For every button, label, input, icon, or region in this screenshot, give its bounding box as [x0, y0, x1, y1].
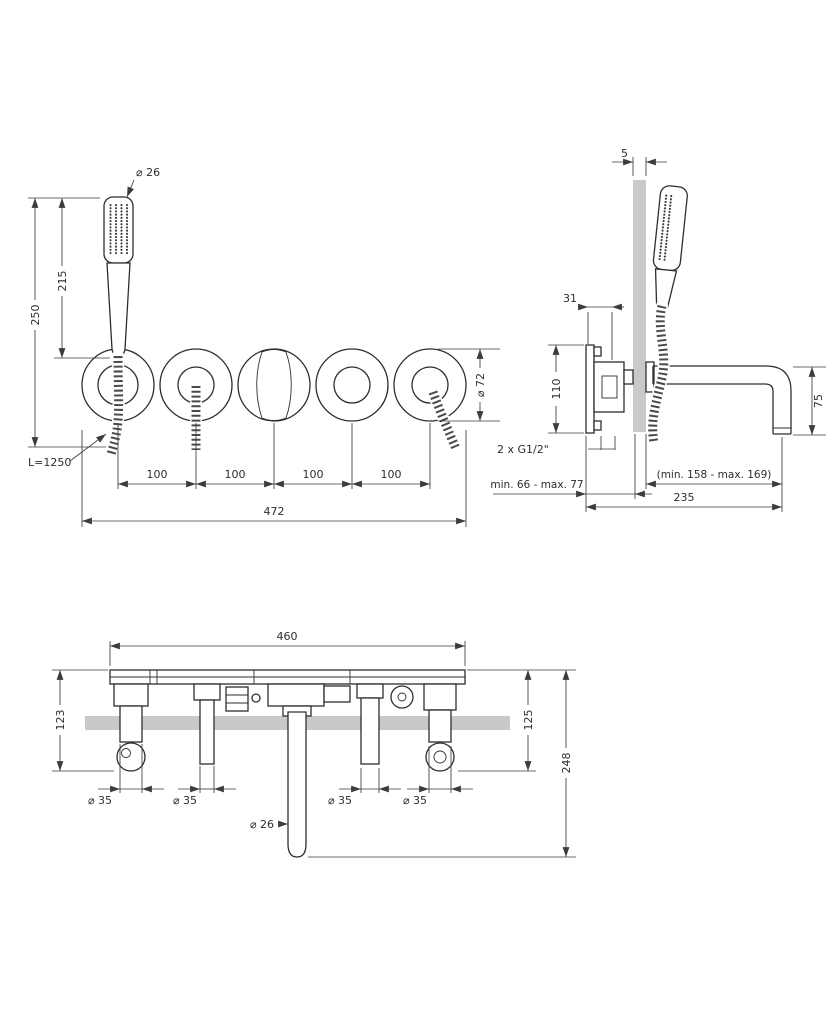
side-view: 5 31 110 2 x G1/2" 75: [490, 147, 826, 512]
dim-inlet-spacing-31: 31: [563, 292, 577, 305]
dim-left-depth-123: 123: [54, 710, 67, 731]
dim-shower-head-diameter: ⌀ 26: [136, 166, 160, 179]
valve-body-1: [113, 683, 149, 772]
label-hose-length: L=1250: [28, 456, 71, 469]
shower-hose-side: [646, 300, 670, 450]
dim-shower-length-215: 215: [56, 271, 69, 292]
side-view-dimensions: 5 31 110 2 x G1/2" 75: [490, 147, 826, 512]
dim-spout-pipe-diameter-26: ⌀ 26: [250, 818, 274, 831]
shower-hose-front: [105, 350, 125, 462]
dim-valve-diameter-35-3: ⌀ 35: [328, 794, 352, 807]
dim-spacing-100-3: 100: [303, 468, 324, 481]
shower-outlet-ring: [390, 685, 414, 709]
spout-front: [256, 349, 292, 421]
dim-spout-reach-range: (min. 158 - max. 169): [657, 469, 772, 481]
dim-spout-drop-75: 75: [812, 394, 825, 408]
hand-shower-side: [652, 185, 688, 308]
dim-valve-diameter-35-4: ⌀ 35: [403, 794, 427, 807]
dim-total-reach-235: 235: [674, 491, 695, 504]
spout-body-top: [267, 683, 351, 858]
trim-circles: [81, 348, 467, 422]
wall-section: [633, 180, 646, 432]
dim-spacing-100-2: 100: [225, 468, 246, 481]
valve-body-4: [356, 683, 384, 765]
front-view: ⌀ 26 215 250 L=1250: [28, 166, 500, 527]
dim-spacing-100-1: 100: [147, 468, 168, 481]
valve-body-5: [423, 683, 457, 772]
valve-body-2: [193, 683, 221, 765]
dim-height-250: 250: [29, 305, 42, 326]
dim-wall-depth-range: min. 66 - max. 77: [490, 479, 583, 491]
dim-valve-diameter-35-2: ⌀ 35: [173, 794, 197, 807]
dim-right-depth-125: 125: [522, 710, 535, 731]
dim-valve-diameter-35-1: ⌀ 35: [88, 794, 112, 807]
top-view-dimensions: 460 123 125 248 ⌀ 35: [52, 630, 576, 858]
wall-body: [585, 344, 655, 434]
dim-total-width-460: 460: [277, 630, 298, 643]
dim-rosette-diameter-72: ⌀ 72: [474, 373, 487, 397]
label-connection-thread: 2 x G1/2": [497, 443, 549, 456]
dim-wall-thickness-5: 5: [621, 147, 628, 160]
top-view: 460 123 125 248 ⌀ 35: [52, 630, 576, 858]
diverter-body: [225, 686, 261, 712]
spout-side: [652, 365, 792, 435]
hand-shower-front: [103, 196, 134, 357]
dim-spacing-100-4: 100: [381, 468, 402, 481]
dim-total-depth-248: 248: [560, 753, 573, 774]
dim-body-height-110: 110: [550, 379, 563, 400]
front-view-dimensions: ⌀ 26 215 250 L=1250: [28, 166, 500, 527]
dim-total-width-472: 472: [264, 505, 285, 518]
mounting-rail: [109, 669, 466, 685]
handle-lever-angled: [427, 386, 463, 456]
